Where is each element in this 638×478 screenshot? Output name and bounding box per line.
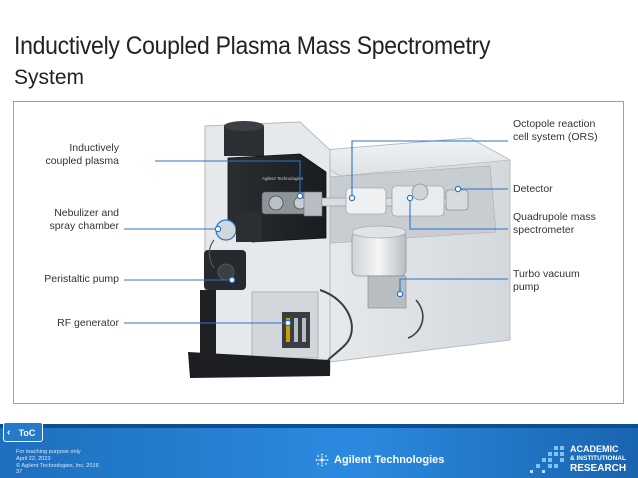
instrument-housing: Agilent Technologies: [188, 121, 512, 378]
agilent-spark-icon: [315, 453, 329, 467]
callout-octopole: [351, 140, 508, 196]
label-octopole-reaction-cell: Octopole reaction cell system (ORS): [513, 118, 598, 143]
callout-quadrupole: [409, 200, 508, 230]
academic-dots-graphic: [530, 446, 564, 473]
callout-icp: [155, 160, 301, 194]
toc-label: ToC: [18, 428, 36, 438]
label-quadrupole-mass-spectrometer: Quadrupole mass spectrometer: [513, 211, 596, 236]
academic-research-logo: ACADEMIC & INSTITUTIONAL RESEARCH: [570, 444, 626, 474]
footer-divider: [0, 424, 638, 428]
academic-line2: & INSTITUTIONAL: [570, 455, 626, 462]
footer-bar: [0, 428, 638, 478]
toc-button[interactable]: ‹ ToC: [3, 422, 43, 442]
instrument-brand-badge: Agilent Technologies: [262, 176, 304, 181]
agilent-logo: Agilent Technologies: [314, 452, 444, 468]
label-peristaltic-pump: Peristaltic pump: [44, 273, 119, 285]
agilent-wordmark: Agilent Technologies: [334, 454, 445, 466]
academic-line3: RESEARCH: [570, 463, 627, 474]
label-detector: Detector: [513, 183, 553, 195]
slide-subtitle: System: [14, 66, 85, 89]
footer-copyright: © Agilent Technologies, Inc. 2016: [16, 462, 99, 469]
callout-lines: [124, 140, 508, 324]
slide-title: Inductively Coupled Plasma Mass Spectrom…: [14, 32, 491, 60]
academic-line1: ACADEMIC: [570, 444, 619, 454]
page-number: 37: [16, 469, 23, 476]
chevron-left-icon: ‹: [7, 427, 11, 438]
label-rf-generator: RF generator: [57, 317, 119, 329]
footer-teaching: For teaching purpose only: [16, 449, 81, 455]
label-nebulizer-spray-chamber: Nebulizer and spray chamber: [49, 207, 119, 232]
label-inductively-coupled-plasma: Inductively coupled plasma: [45, 142, 119, 167]
footer-notes: For teaching purpose only April 22, 2023…: [16, 449, 99, 476]
footer-date: April 22, 2023: [16, 455, 51, 462]
callout-dots: [214, 185, 462, 327]
callout-turbo: [399, 278, 508, 292]
label-turbo-vacuum-pump: Turbo vacuum pump: [513, 268, 580, 293]
